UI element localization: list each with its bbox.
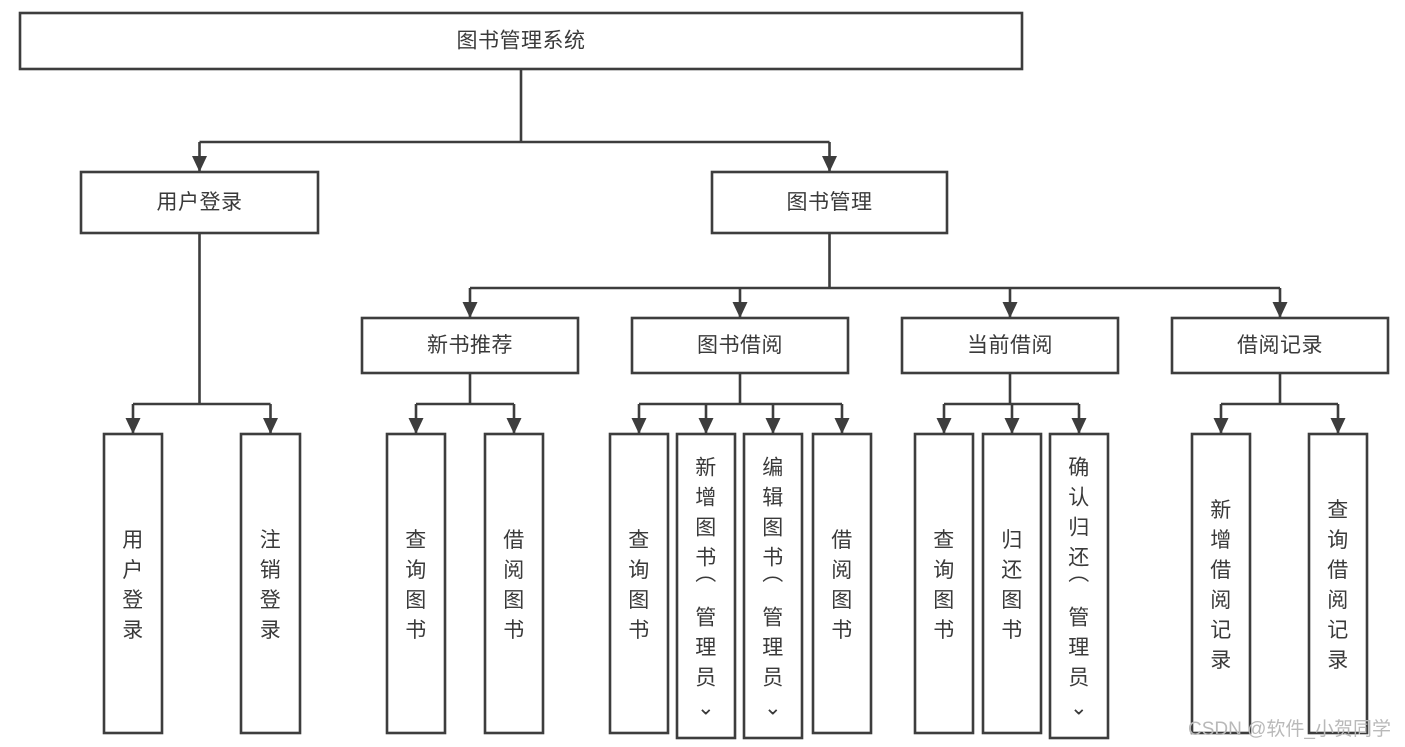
arrow-head-icon	[1213, 418, 1229, 434]
node-label: 查询图书	[933, 529, 955, 642]
node-label: 新增借阅记录	[1210, 499, 1232, 672]
arrow-head-icon	[408, 418, 424, 434]
node-box[interactable]	[102, 432, 164, 735]
node-box[interactable]	[360, 316, 580, 375]
node-l_edit_book[interactable]: 编辑图书⌒管理员⌄	[742, 432, 804, 740]
node-label: 当前借阅	[967, 334, 1053, 357]
arrow-head-icon	[765, 418, 781, 434]
arrow-head-icon	[462, 302, 478, 318]
node-l_borrow_book_1[interactable]: 借阅图书	[483, 432, 545, 735]
arrow-head-icon	[1272, 302, 1288, 318]
node-box[interactable]	[981, 432, 1043, 735]
edge-group-n_current	[936, 373, 1087, 434]
node-box[interactable]	[608, 432, 670, 735]
node-label: 用户登录	[122, 529, 144, 642]
node-label: 确认归还⌒管理员⌄	[1068, 456, 1090, 719]
node-label: 新书推荐	[427, 334, 513, 357]
node-l_borrow_book_2[interactable]: 借阅图书	[811, 432, 873, 735]
edge-group-n_new_rec	[408, 373, 522, 434]
node-label: 查询借阅记录	[1327, 499, 1349, 672]
node-label: 图书借阅	[697, 334, 783, 357]
node-box[interactable]	[742, 432, 804, 740]
node-label: 归还图书	[1001, 529, 1023, 642]
node-l_return_book[interactable]: 归还图书	[981, 432, 1043, 735]
arrow-head-icon	[631, 418, 647, 434]
node-label: 编辑图书⌒管理员⌄	[762, 456, 784, 719]
node-box[interactable]	[900, 316, 1120, 375]
node-label: 新增图书⌒管理员⌄	[695, 456, 717, 719]
node-box[interactable]	[1307, 432, 1369, 735]
node-label: 借阅图书	[503, 529, 525, 642]
arrow-head-icon	[192, 156, 207, 172]
node-box[interactable]	[913, 432, 975, 735]
node-l_query_record[interactable]: 查询借阅记录	[1307, 432, 1369, 735]
arrow-head-icon	[698, 418, 714, 434]
arrow-head-icon	[822, 156, 837, 172]
node-label: 查询图书	[628, 529, 650, 642]
node-box[interactable]	[239, 432, 302, 735]
node-label: 查询图书	[405, 529, 427, 642]
node-label: 借阅记录	[1237, 334, 1323, 357]
node-l_confirm_return[interactable]: 确认归还⌒管理员⌄	[1048, 432, 1110, 740]
node-box[interactable]	[79, 170, 320, 235]
node-n_user_login[interactable]: 用户登录	[79, 170, 320, 235]
node-box[interactable]	[675, 432, 737, 740]
node-root[interactable]: 图书管理系统	[18, 11, 1024, 71]
arrow-head-icon	[1071, 418, 1087, 434]
arrow-head-icon	[125, 418, 141, 434]
node-label: 注销登录	[260, 529, 282, 642]
node-box[interactable]	[811, 432, 873, 735]
node-box[interactable]	[1048, 432, 1110, 740]
arrow-head-icon	[834, 418, 850, 434]
node-l_add_book[interactable]: 新增图书⌒管理员⌄	[675, 432, 737, 740]
node-layer: 图书管理系统用户登录图书管理新书推荐图书借阅当前借阅借阅记录用户登录注销登录查询…	[18, 11, 1390, 740]
node-n_book_mgmt[interactable]: 图书管理	[710, 170, 949, 235]
node-box[interactable]	[710, 170, 949, 235]
node-l_logout[interactable]: 注销登录	[239, 432, 302, 735]
edge-group-n_user_login	[125, 233, 278, 434]
arrow-head-icon	[1002, 302, 1018, 318]
node-label: 借阅图书	[831, 529, 853, 642]
node-l_query_book_2[interactable]: 查询图书	[608, 432, 670, 735]
node-l_query_book_3[interactable]: 查询图书	[913, 432, 975, 735]
arrow-head-icon	[1330, 418, 1346, 434]
node-box[interactable]	[630, 316, 850, 375]
arrow-head-icon	[506, 418, 522, 434]
node-l_add_record[interactable]: 新增借阅记录	[1190, 432, 1252, 735]
edge-group-root	[192, 69, 837, 172]
edge-group-n_records	[1213, 373, 1346, 434]
node-box[interactable]	[483, 432, 545, 735]
node-n_current[interactable]: 当前借阅	[900, 316, 1120, 375]
node-box[interactable]	[385, 432, 447, 735]
node-box[interactable]	[1190, 432, 1252, 735]
arrow-head-icon	[732, 302, 748, 318]
node-label: 用户登录	[157, 191, 243, 214]
node-label: 图书管理系统	[457, 30, 586, 53]
node-box[interactable]	[18, 11, 1024, 71]
edge-group-n_book_mgmt	[462, 233, 1288, 318]
node-label: 图书管理	[787, 191, 873, 214]
node-n_records[interactable]: 借阅记录	[1170, 316, 1390, 375]
node-l_user_login[interactable]: 用户登录	[102, 432, 164, 735]
node-n_borrow[interactable]: 图书借阅	[630, 316, 850, 375]
node-l_query_book_1[interactable]: 查询图书	[385, 432, 447, 735]
node-box[interactable]	[1170, 316, 1390, 375]
edge-group-n_borrow	[631, 373, 850, 434]
arrow-head-icon	[936, 418, 952, 434]
node-n_new_rec[interactable]: 新书推荐	[360, 316, 580, 375]
arrow-head-icon	[1004, 418, 1020, 434]
connector-layer	[125, 69, 1346, 434]
arrow-head-icon	[263, 418, 278, 434]
